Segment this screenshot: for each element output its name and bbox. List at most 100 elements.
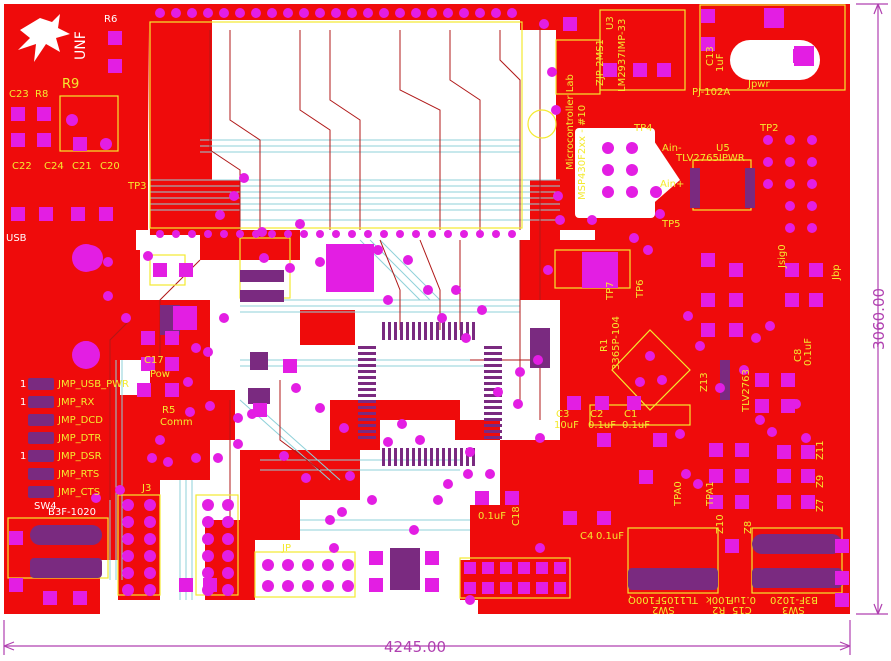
header-pin — [316, 230, 324, 238]
smd-pad — [153, 263, 167, 277]
j3-pin — [144, 584, 156, 596]
label-z8: Z8 — [743, 520, 754, 534]
jp-pin — [202, 499, 214, 511]
header-pin — [460, 230, 468, 238]
header-pin — [171, 8, 181, 18]
j3-pin — [144, 516, 156, 528]
jack-pad — [794, 46, 814, 66]
label-b3f-sw4: B3F-1020 — [48, 507, 97, 518]
smd-pad — [203, 578, 217, 592]
conn-pad — [464, 582, 476, 594]
via — [259, 253, 269, 263]
header-pin — [443, 8, 453, 18]
via — [205, 401, 215, 411]
via — [121, 313, 131, 323]
height-dimension: 3060.00 — [870, 287, 888, 350]
jp-pin — [202, 516, 214, 528]
smd-pad — [179, 578, 193, 592]
header-pin — [220, 230, 228, 238]
smd-pad — [475, 491, 489, 505]
j3-pin — [122, 516, 134, 528]
via — [147, 453, 157, 463]
smd-pad — [369, 551, 383, 565]
header-pin — [187, 8, 197, 18]
header-pin — [428, 230, 436, 238]
conn-pad — [482, 582, 494, 594]
label-jmp-dsr: JMP_DSR — [58, 451, 102, 462]
testpoint — [785, 201, 795, 211]
label-sw3: SW3 — [782, 604, 805, 615]
jp-pin — [222, 499, 234, 511]
header-pin — [283, 8, 293, 18]
jp-pin — [202, 533, 214, 545]
label-ain-plus: Ain+ — [660, 179, 685, 190]
via — [219, 313, 229, 323]
header-pin — [188, 230, 196, 238]
smd-pad — [165, 357, 179, 371]
testpoint — [626, 164, 638, 176]
header-pin — [411, 8, 421, 18]
label-jmp-usb-pwr: JMP_USB_PWR — [58, 379, 130, 390]
testpoint — [602, 164, 614, 176]
header-pin — [204, 230, 212, 238]
smd-pad — [755, 373, 769, 387]
via — [315, 257, 325, 267]
smd-pad — [597, 433, 611, 447]
testpoint — [785, 135, 795, 145]
label-r1-value: 3365P-104 — [611, 316, 622, 370]
label-jsig: Jsig0 — [777, 244, 788, 268]
pin-one-marker-2: 1 — [20, 397, 27, 408]
header-pin — [347, 8, 357, 18]
jp-pin — [202, 550, 214, 562]
via — [715, 383, 725, 393]
conn-pin — [302, 580, 314, 592]
header-pin — [299, 8, 309, 18]
smd-pad — [781, 373, 795, 387]
smd-pad — [165, 331, 179, 345]
header-pin — [476, 230, 484, 238]
label-r2-value: 100k — [706, 594, 731, 605]
smd-pad — [108, 31, 122, 45]
pin-one-marker-3: 1 — [20, 451, 27, 462]
conn-pad — [536, 562, 548, 574]
via — [409, 525, 419, 535]
label-tp7: TP7 — [605, 281, 616, 300]
via — [423, 285, 433, 295]
via — [143, 251, 153, 261]
label-r1: R1 — [599, 338, 610, 352]
jp-pin — [222, 584, 234, 596]
label-c15: C15 — [732, 604, 752, 615]
header-pin — [172, 230, 180, 238]
header-pin — [332, 230, 340, 238]
pot-pin — [66, 114, 78, 126]
jp-pin — [202, 567, 214, 579]
smd-pad — [567, 396, 581, 410]
via — [801, 433, 811, 443]
smd-pad — [505, 491, 519, 505]
via — [587, 215, 597, 225]
header-pin — [203, 8, 213, 18]
conn-pad — [500, 582, 512, 594]
j3-pin — [144, 499, 156, 511]
smd-pad — [43, 591, 57, 605]
conn-pin — [262, 580, 274, 592]
testpoint — [807, 201, 817, 211]
label-tp5: TP5 — [662, 219, 681, 230]
testpoint — [763, 157, 773, 167]
via — [103, 257, 113, 267]
via — [535, 543, 545, 553]
smd-pad — [141, 357, 155, 371]
via — [463, 469, 473, 479]
label-j3: J3 — [142, 483, 152, 494]
via — [301, 473, 311, 483]
header-pin — [396, 230, 404, 238]
testpoint — [763, 179, 773, 189]
smd-pad — [785, 263, 799, 277]
testpoint — [785, 179, 795, 189]
smd-pad — [9, 578, 23, 592]
smd-pad — [657, 63, 671, 77]
via — [433, 495, 443, 505]
via — [257, 227, 267, 237]
via — [681, 469, 691, 479]
